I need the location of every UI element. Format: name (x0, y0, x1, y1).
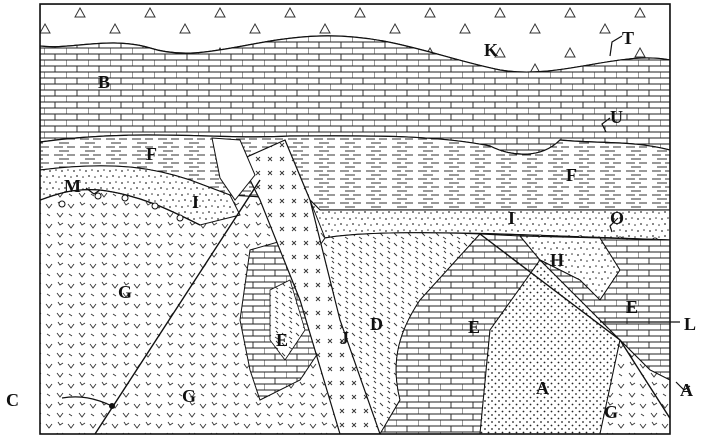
point-c-marker (109, 403, 115, 409)
label-o: O (610, 208, 624, 228)
label-f-left: F (146, 144, 157, 164)
label-l: L (684, 314, 696, 334)
label-g-lower: G (182, 386, 196, 406)
label-u: U (610, 107, 623, 127)
label-i-left: I (192, 192, 199, 212)
label-c: C (6, 390, 19, 410)
label-i-right: I (508, 208, 515, 228)
label-e-left: E (276, 330, 288, 350)
label-t: T (622, 28, 634, 48)
label-a-edge: A (680, 380, 693, 400)
label-h: H (550, 250, 564, 270)
label-b: B (98, 72, 110, 92)
label-e-center: E (468, 317, 480, 337)
label-f-right: F (566, 165, 577, 185)
label-j: J (340, 328, 349, 348)
label-k: K (484, 40, 498, 60)
label-g-upper: G (118, 282, 132, 302)
label-d: D (370, 314, 383, 334)
label-a-center: A (536, 378, 549, 398)
label-g-right: G (604, 402, 618, 422)
label-e-right: E (626, 297, 638, 317)
label-m: M (64, 176, 81, 196)
